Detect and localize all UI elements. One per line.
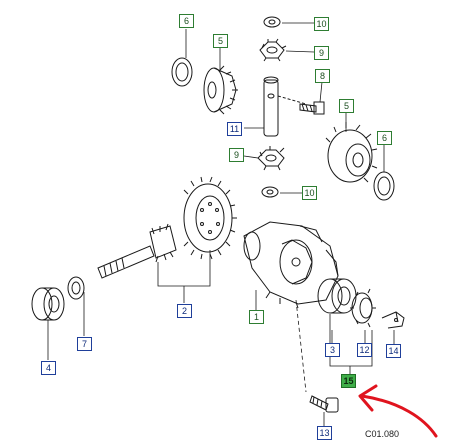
callout-9-lower: 9 [229,148,244,162]
pinion-bearing [31,287,65,321]
callout-5-right: 5 [339,99,354,113]
red-annotation-arrow [358,384,438,438]
callout-6-right: 6 [377,131,392,145]
callout-7: 7 [77,337,92,351]
ring-gear [183,176,237,260]
callout-2: 2 [177,304,192,318]
lock-bolt [299,101,325,115]
callout-13: 13 [317,426,332,440]
callout-12: 12 [357,343,372,357]
bearing-cup [350,288,376,328]
retaining-clip [381,311,405,329]
thrust-washer-top [263,16,281,28]
callout-1: 1 [249,310,264,324]
callout-5: 5 [213,34,228,48]
callout-10-lower: 10 [302,186,317,200]
differential-bearing [317,278,357,314]
callout-8: 8 [315,69,330,83]
shim-washer [67,276,85,300]
side-gear-right [325,122,378,183]
pinion-gear-lower [257,146,285,171]
callout-4: 4 [41,361,56,375]
callout-10: 10 [314,17,329,31]
diagram-code: C01.080 [365,429,400,439]
callout-14: 14 [386,344,401,358]
differential-case [243,221,339,309]
callout-3: 3 [325,343,340,357]
side-gear-left [203,65,238,115]
leader-lines [47,22,395,426]
callout-9: 9 [314,46,329,60]
pinion-gear-top [259,38,287,62]
side-washer-right [373,171,395,201]
callout-6: 6 [179,14,194,28]
thrust-washer-lower [261,186,279,198]
callout-15-highlighted: 15 [341,374,356,388]
drive-pinion-shaft [97,223,177,279]
housing-bolt [309,395,339,413]
side-washer-left [171,57,193,87]
callout-11: 11 [227,122,242,136]
cross-shaft [263,76,307,137]
